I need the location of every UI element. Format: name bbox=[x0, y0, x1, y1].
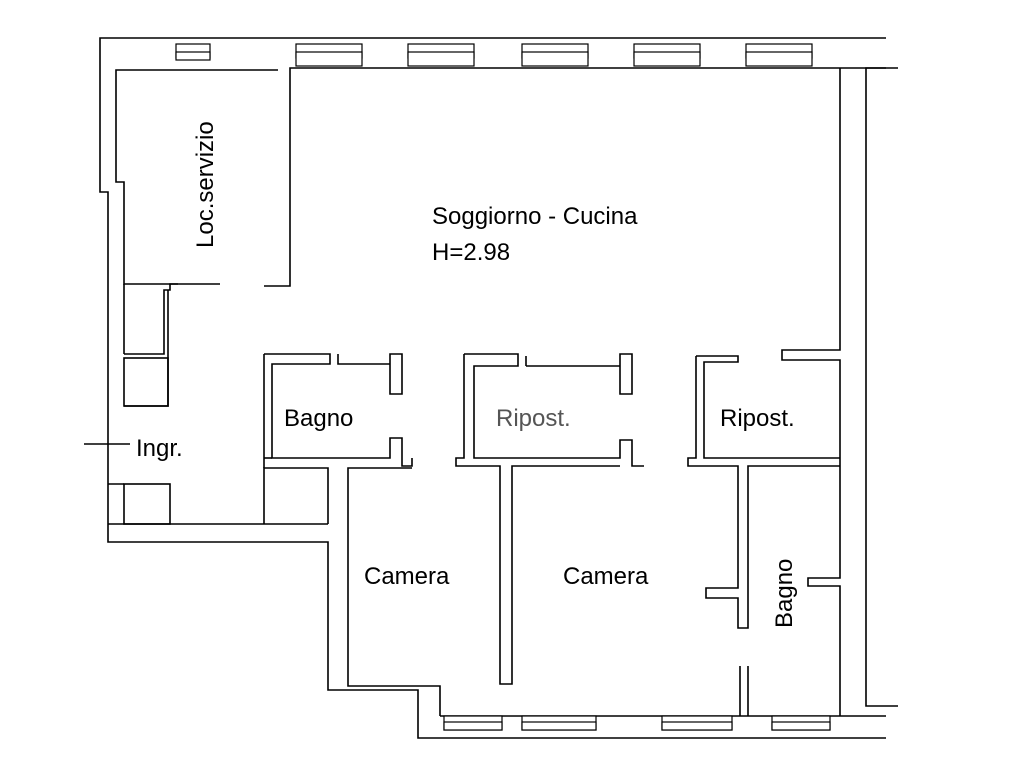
windows bbox=[175, 43, 831, 731]
outer-walls bbox=[99, 37, 898, 739]
interior-walls bbox=[84, 283, 840, 716]
label-camera-1: Camera bbox=[364, 563, 450, 590]
label-bagno-2: Bagno bbox=[771, 559, 798, 628]
label-soggiorno-cucina: Soggiorno - Cucina bbox=[432, 203, 638, 230]
label-ceiling-height: H=2.98 bbox=[432, 239, 510, 266]
room-labels: Soggiorno - Cucina H=2.98 Loc.servizio B… bbox=[136, 121, 798, 628]
label-loc-servizio: Loc.servizio bbox=[192, 121, 219, 248]
label-camera-2: Camera bbox=[563, 563, 649, 590]
label-bagno-1: Bagno bbox=[284, 405, 353, 432]
label-ripost-2: Ripost. bbox=[720, 405, 795, 432]
label-ripost-1: Ripost. bbox=[496, 405, 571, 432]
label-ingresso: Ingr. bbox=[136, 435, 183, 462]
